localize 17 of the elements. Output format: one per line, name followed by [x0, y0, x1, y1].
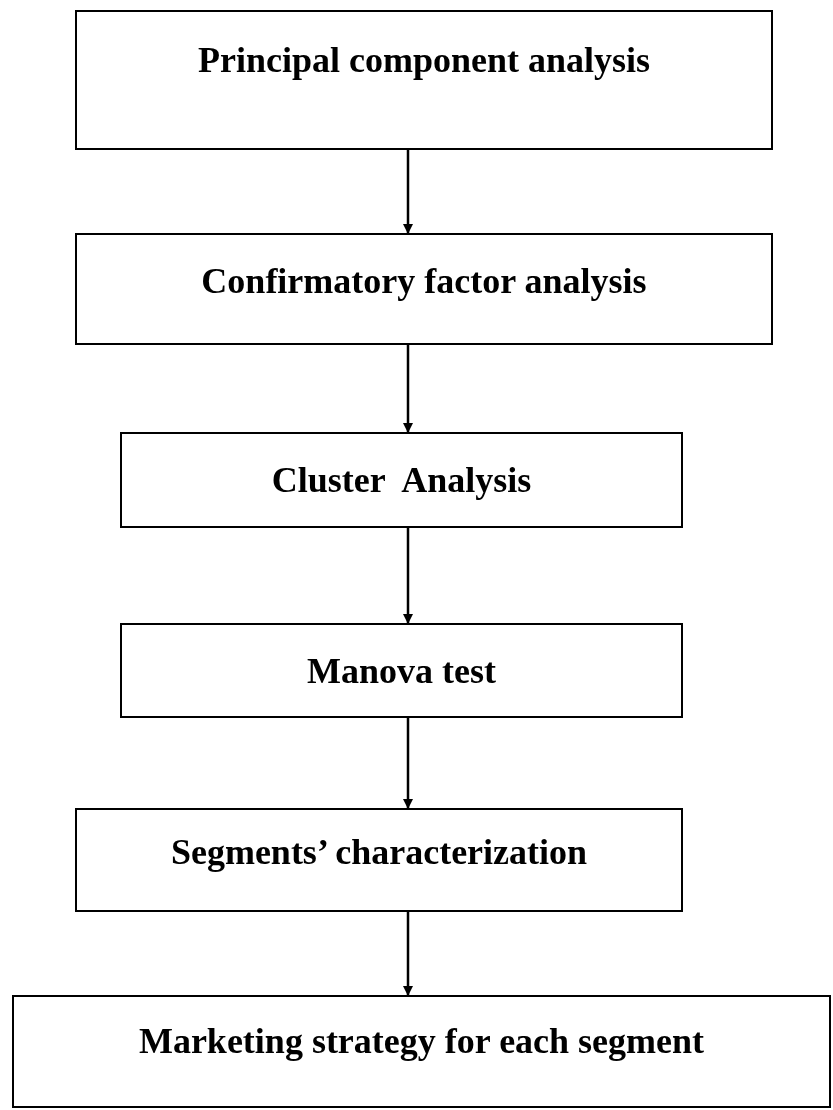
process-box	[12, 995, 831, 1108]
process-box	[120, 432, 683, 528]
arrow	[403, 345, 413, 433]
step-label: Confirmatory factor analysis	[201, 260, 647, 303]
process-box	[75, 10, 773, 150]
arrow	[403, 718, 413, 809]
arrow	[403, 912, 413, 996]
process-box	[75, 808, 683, 912]
step-label: Manova test	[307, 650, 496, 693]
process-box	[75, 233, 773, 345]
arrow	[403, 150, 413, 234]
step-label: Cluster Analysis	[271, 459, 532, 502]
step-label: Segments’ characterization	[170, 831, 588, 874]
step-label: Principal component analysis	[197, 39, 650, 82]
arrow	[403, 528, 413, 624]
process-box	[120, 623, 683, 718]
step-label: Marketing strategy for each segment	[138, 1020, 705, 1063]
